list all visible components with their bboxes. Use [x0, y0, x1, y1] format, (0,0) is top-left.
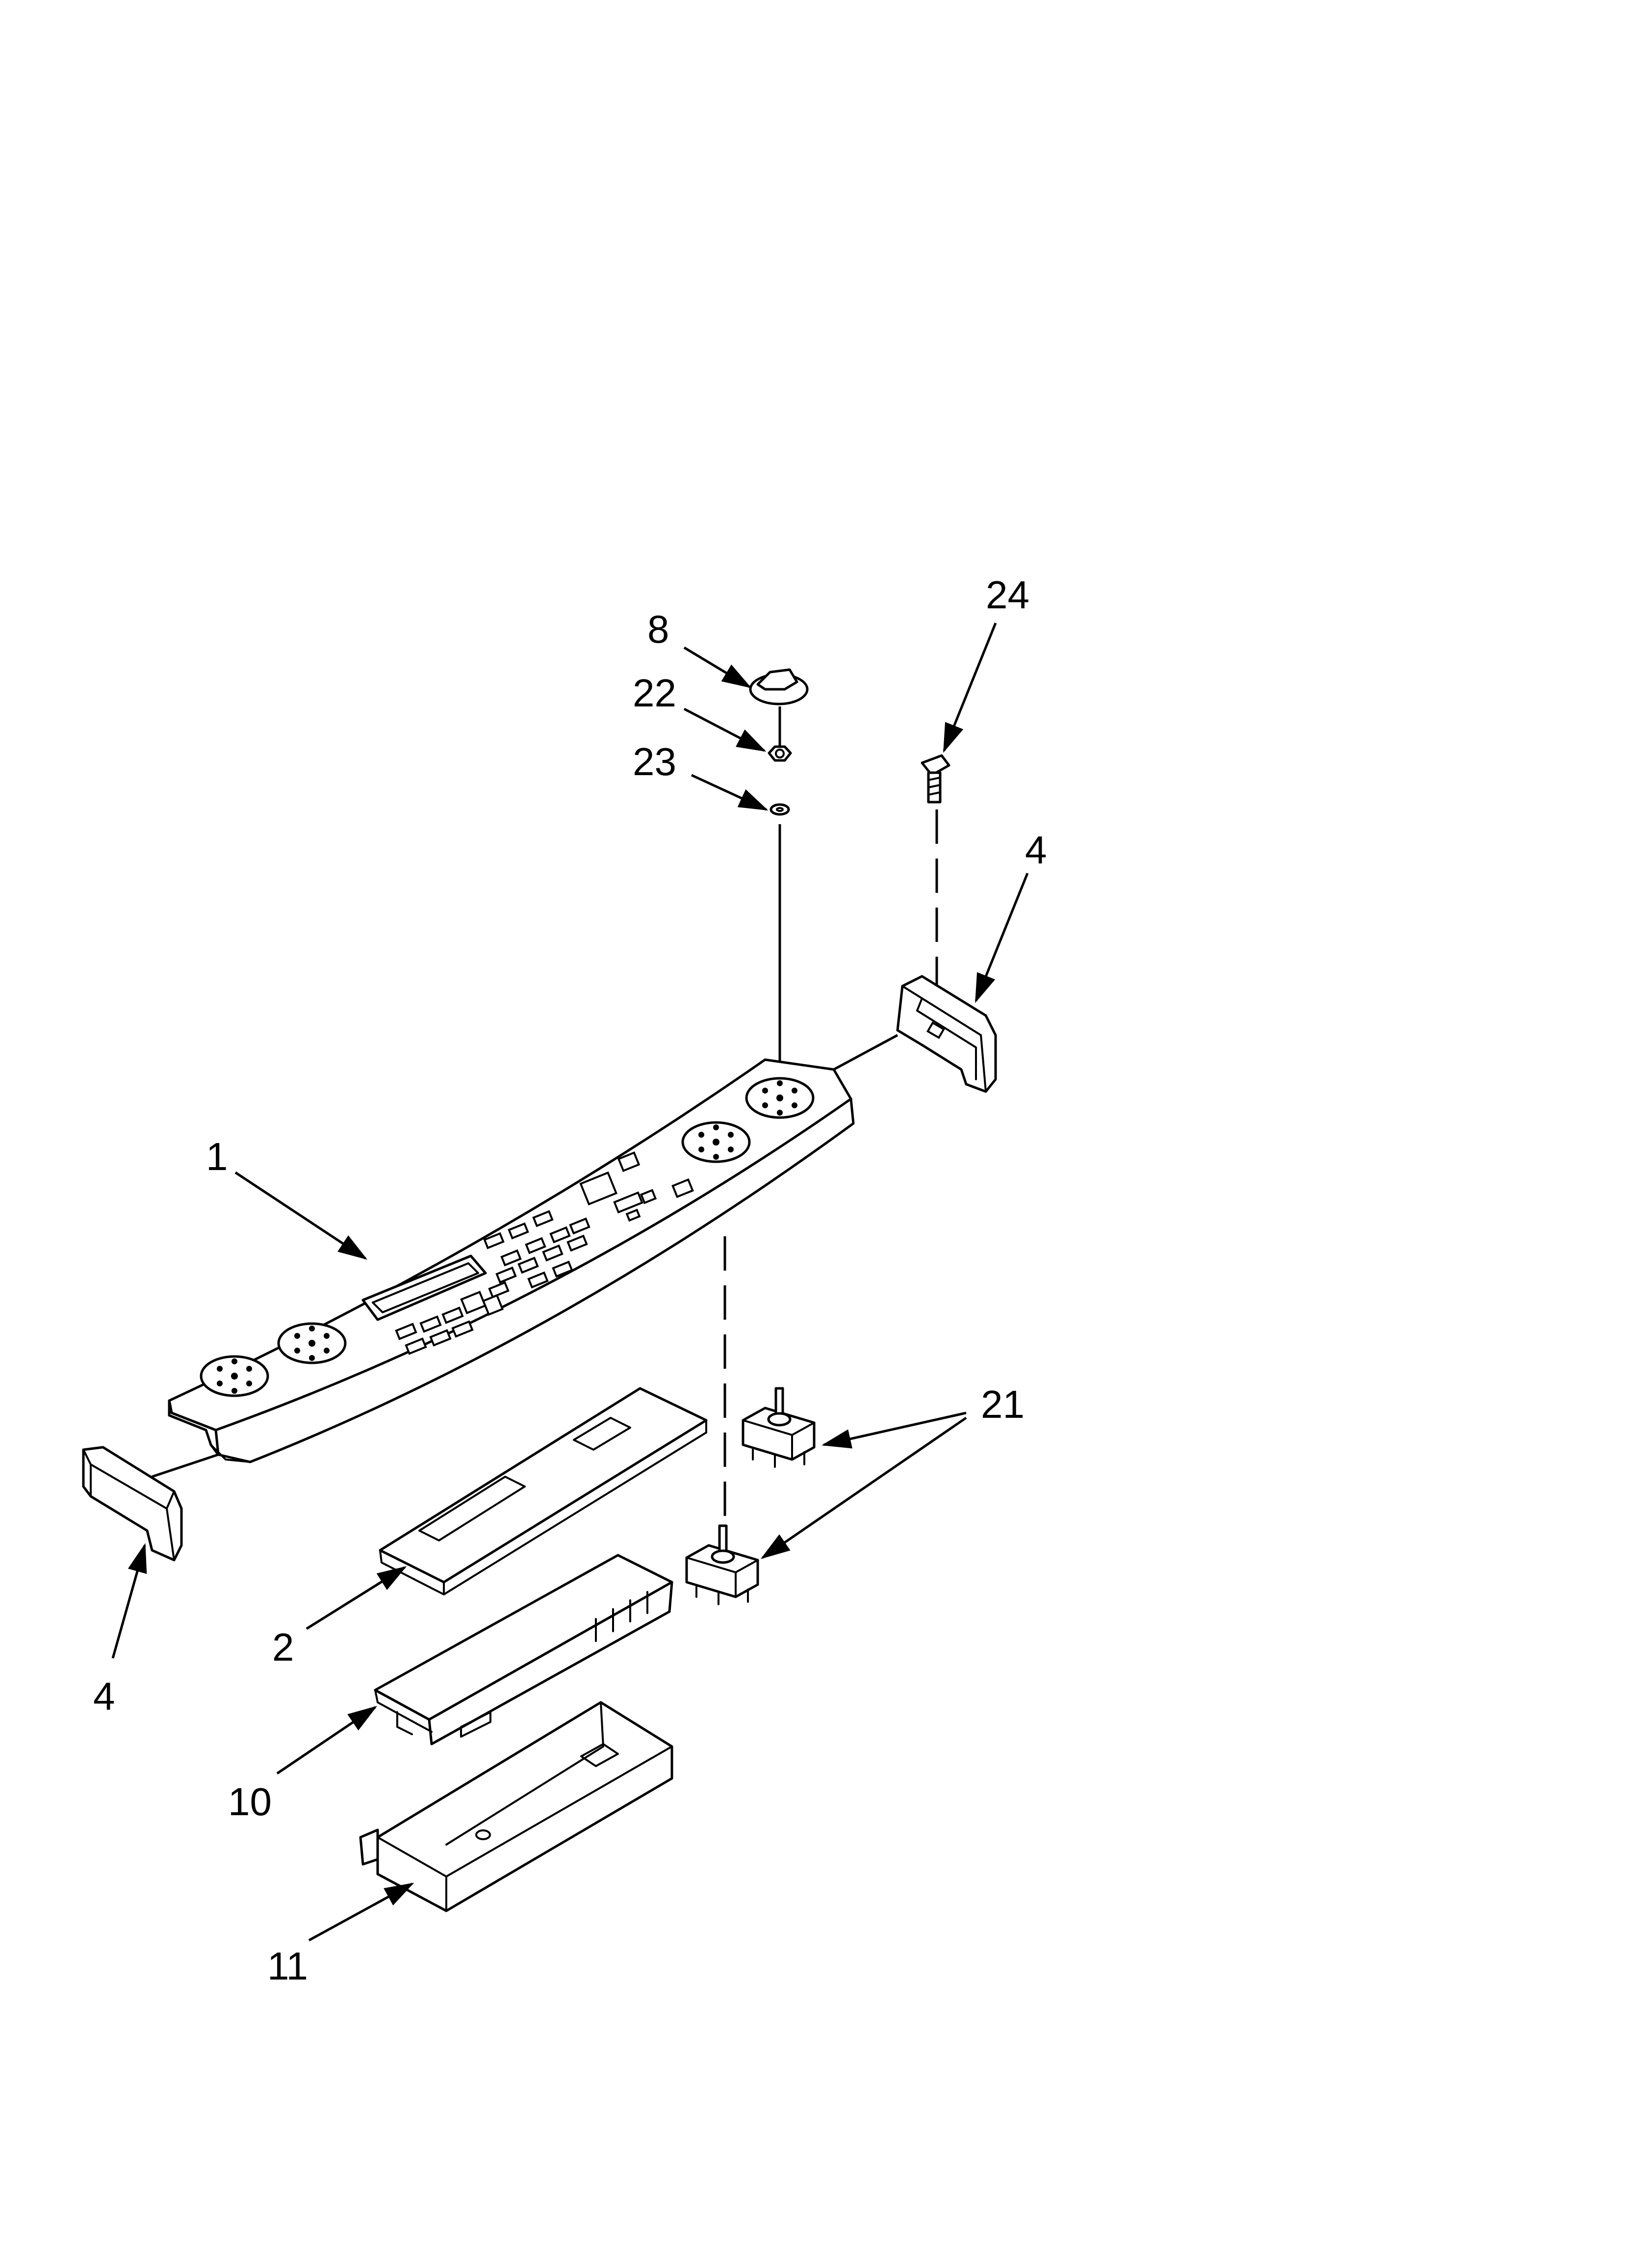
burner-dial-left-front — [200, 1355, 269, 1397]
keypad-buttons — [395, 1151, 694, 1355]
part-10-control-board — [374, 1554, 673, 1746]
part-24-screw — [921, 754, 950, 804]
part-21-switch-upper — [742, 1387, 816, 1468]
leader-10 — [276, 1706, 378, 1775]
callout-21: 21 — [981, 1382, 1025, 1426]
leader-22 — [683, 707, 767, 752]
assembly-line-right — [833, 1034, 898, 1071]
part-23-washer — [770, 803, 790, 816]
part-8-knob — [749, 668, 809, 705]
burner-dial-right-front — [681, 1121, 751, 1163]
part-11-shield-bracket — [359, 1701, 673, 1912]
leader-21-upper — [821, 1411, 967, 1449]
callout-22: 22 — [633, 671, 676, 715]
part-21-switch-lower — [685, 1524, 759, 1605]
callout-1: 1 — [206, 1135, 228, 1178]
callout-23: 23 — [633, 740, 676, 783]
part-4-left-end-cap — [82, 1446, 183, 1562]
callout-10: 10 — [228, 1780, 272, 1824]
callout-2: 2 — [272, 1625, 294, 1669]
callout-11: 11 — [267, 1944, 308, 1988]
part-4-right-end-cap — [896, 975, 997, 1093]
callout-8: 8 — [647, 607, 669, 651]
part-22-nut — [768, 745, 792, 762]
callout-4-left: 4 — [93, 1674, 115, 1718]
leader-11 — [308, 1882, 414, 1942]
leader-21-lower — [760, 1416, 967, 1559]
leader-4-right — [975, 873, 1029, 1003]
callout-4-right: 4 — [1025, 828, 1047, 872]
leader-23 — [691, 774, 769, 811]
display-window — [361, 1254, 487, 1321]
callout-24: 24 — [986, 573, 1029, 617]
leader-2 — [306, 1566, 407, 1630]
part-2-overlay — [379, 1387, 708, 1595]
burner-dial-left-rear — [277, 1322, 347, 1364]
assembly-line-left — [152, 1453, 219, 1478]
leader-4-left — [111, 1543, 147, 1659]
burner-dial-right-rear — [745, 1077, 815, 1119]
part-1-control-panel — [168, 1058, 855, 1463]
leader-24 — [943, 623, 997, 753]
leader-1 — [234, 1171, 368, 1260]
leader-8 — [683, 646, 752, 688]
